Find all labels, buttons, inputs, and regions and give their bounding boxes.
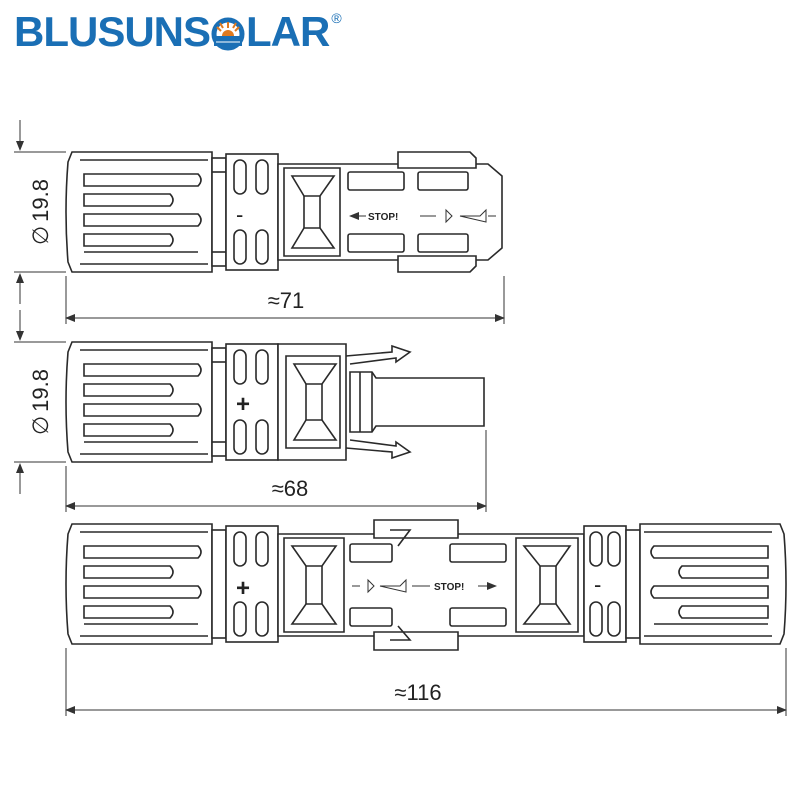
assembled-connector: STOP! + - xyxy=(65,519,787,651)
registered-mark: ® xyxy=(331,10,342,26)
female-length-dim: ≈71 xyxy=(65,276,505,324)
female-length-value: ≈71 xyxy=(268,288,305,313)
brand-name-right: LAR xyxy=(246,8,330,55)
male-length-dim: ≈68 xyxy=(65,430,487,512)
brand-logo: BLUSUNS LAR ® xyxy=(14,4,342,60)
female-connector: STOP! - xyxy=(65,151,503,273)
female-diameter-dim: ∅19.8 xyxy=(14,120,66,304)
assembled-stop-label: STOP! xyxy=(434,582,464,593)
male-connector: + xyxy=(65,341,485,463)
female-diameter-value: ∅19.8 xyxy=(28,179,53,245)
assembled-length-dim: ≈116 xyxy=(65,648,787,716)
assembled-polarity-left: + xyxy=(236,575,250,602)
male-diameter-value: ∅19.8 xyxy=(28,369,53,435)
male-length-value: ≈68 xyxy=(272,476,309,501)
male-polarity: + xyxy=(236,391,250,418)
male-diameter-dim: ∅19.8 xyxy=(14,310,66,494)
brand-name-left: BLUSUNS xyxy=(14,8,211,55)
assembled-length-value: ≈116 xyxy=(394,680,441,705)
female-polarity: - xyxy=(236,202,243,227)
female-stop-label: STOP! xyxy=(368,212,398,223)
sun-o-icon xyxy=(211,17,245,51)
assembled-polarity-right: - xyxy=(594,572,601,597)
